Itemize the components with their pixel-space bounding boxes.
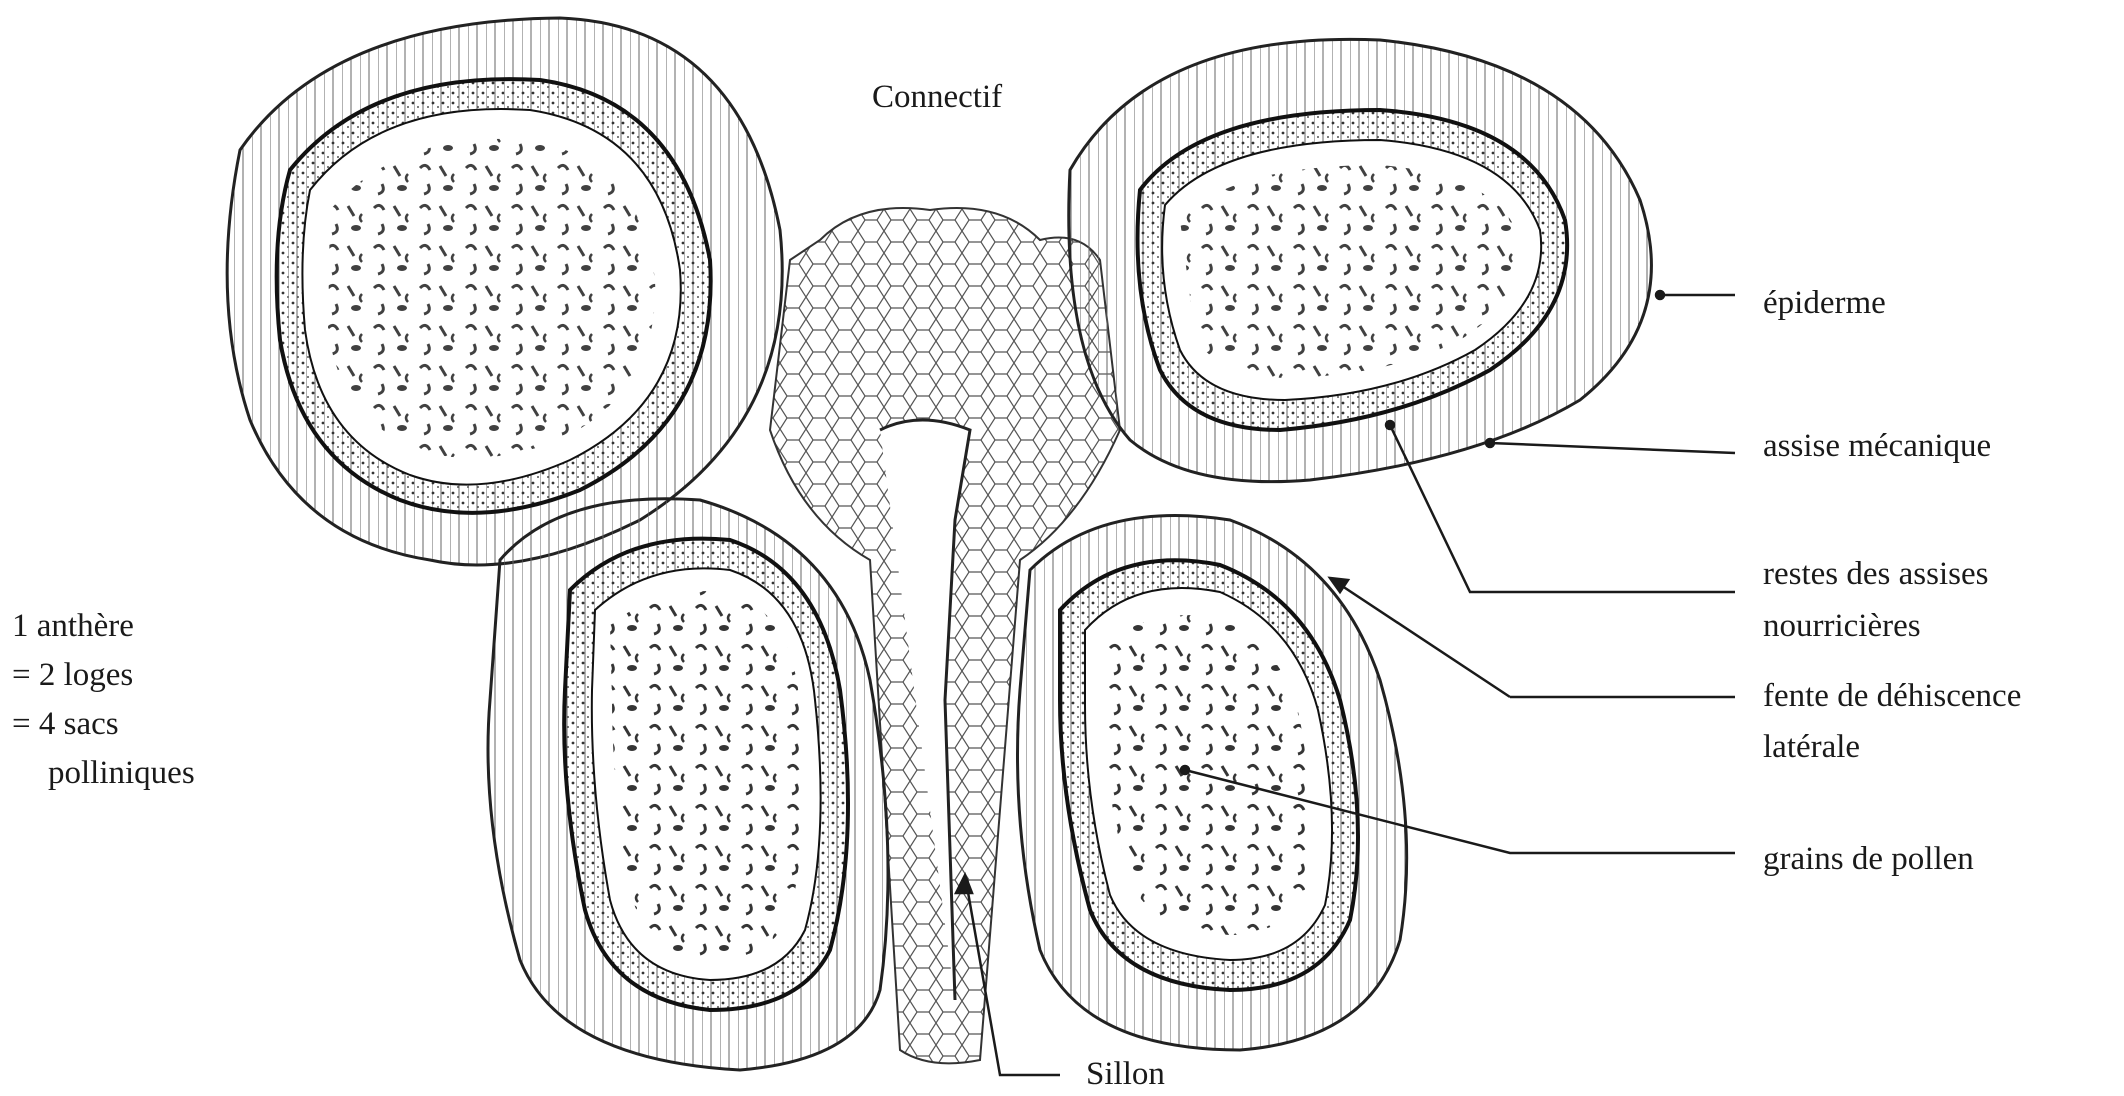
label-fente-line1: fente de déhiscence [1763,675,2021,718]
legend-line2: = 2 loges [12,654,133,697]
leader-assise-mecanique [1490,443,1735,453]
legend-line1: 1 anthère [12,605,134,648]
pollen-sac-upper-right [1069,39,1652,481]
legend-line3: = 4 sacs [12,703,119,746]
leader-restes-dot [1386,421,1394,429]
pollen-sac-lower-left [488,499,888,1070]
leader-epiderme-dot [1656,291,1664,299]
label-grains: grains de pollen [1763,838,1974,881]
label-assise-mecanique: assise mécanique [1763,425,1991,468]
pollen-sac-upper-left [227,18,782,565]
label-fente-line2: latérale [1763,726,1860,769]
anther-tissue [227,18,1651,1070]
leader-fente [1330,578,1735,697]
label-restes-line1: restes des assises [1763,553,1988,596]
label-sillon: Sillon [1086,1053,1165,1096]
leader-assise-dot [1486,439,1494,447]
label-epiderme: épiderme [1763,282,1886,325]
legend-line4: polliniques [48,752,195,795]
label-restes-line2: nourricières [1763,605,1921,648]
label-connectif: Connectif [872,76,1002,119]
leader-grains-dot [1181,766,1189,774]
pollen-sac-lower-right [1018,516,1407,1050]
